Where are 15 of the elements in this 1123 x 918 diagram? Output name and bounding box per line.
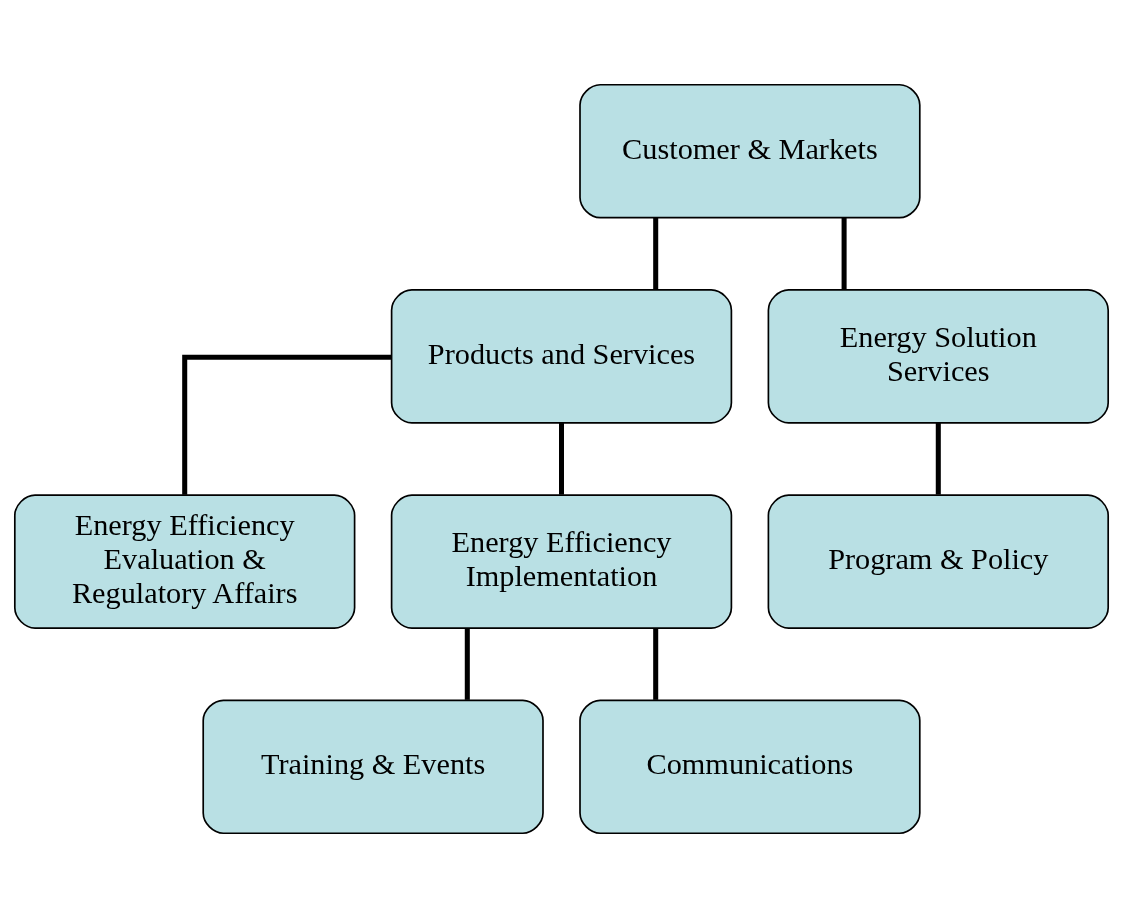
node-box: Communications <box>579 699 921 835</box>
connector <box>182 354 392 495</box>
node-box: Training & Events <box>202 699 544 835</box>
node-box: Customer & Markets <box>579 83 921 219</box>
node-box: Energy Efficiency Implementation <box>390 494 733 629</box>
connector <box>464 628 470 700</box>
node-box: Products and Services <box>390 289 733 424</box>
connector <box>653 628 659 700</box>
connector <box>841 217 847 290</box>
connector <box>653 217 659 290</box>
node-box: Energy Efficiency Evaluation & Regulatory Affairs <box>13 494 356 629</box>
node-box: Energy Solution Services <box>767 289 1110 424</box>
node-box: Program & Policy <box>767 494 1110 629</box>
connector <box>558 423 565 495</box>
connector <box>935 423 941 495</box>
